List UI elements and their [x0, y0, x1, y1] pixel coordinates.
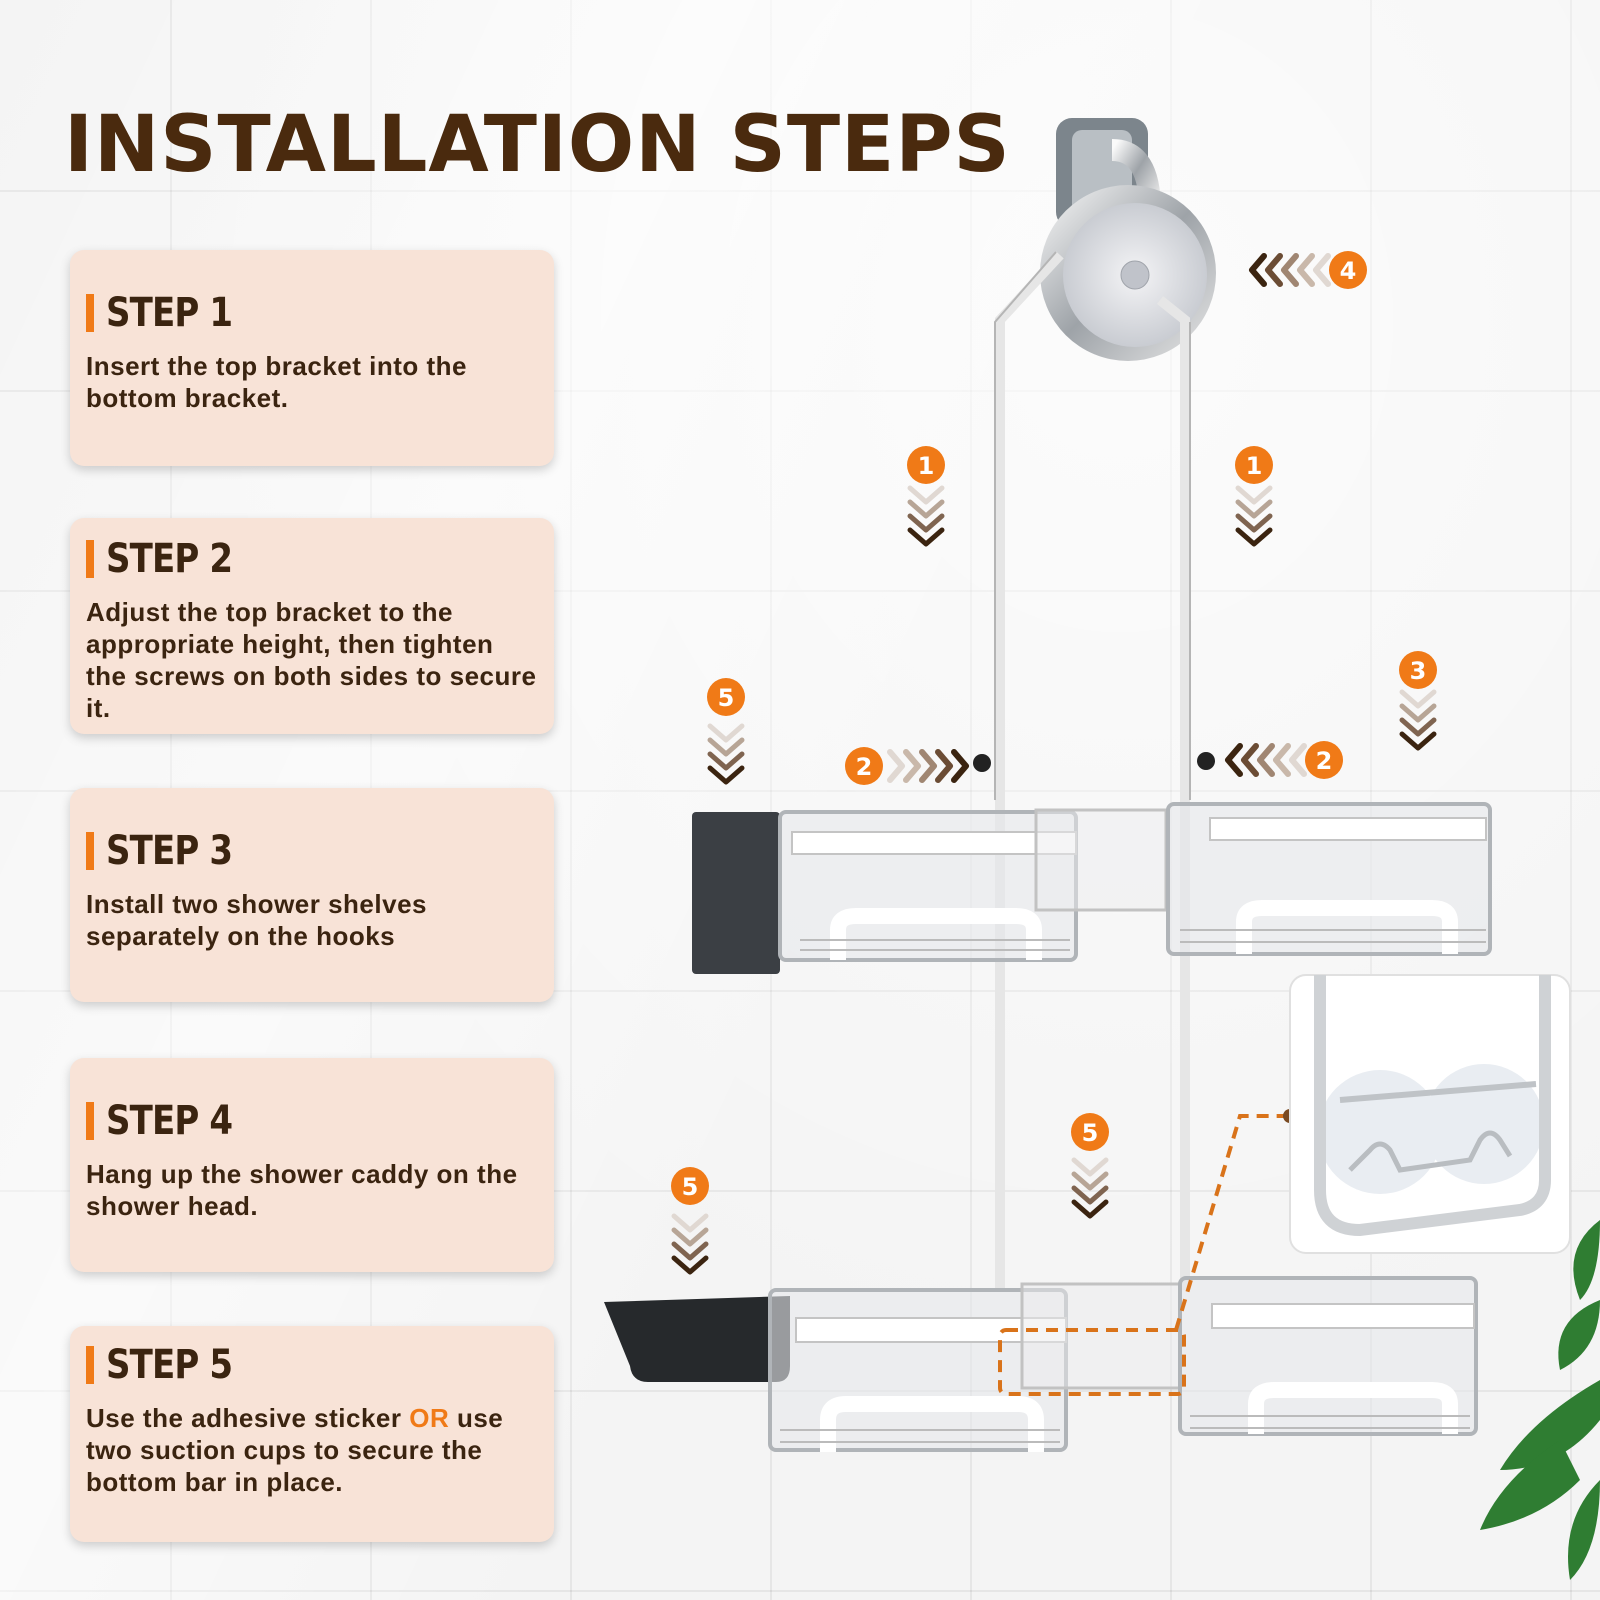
arrow-left-icon	[1249, 253, 1331, 287]
arrow-down-icon	[910, 488, 942, 544]
arrow-down-icon	[1074, 1160, 1106, 1216]
bottom-bar	[1020, 1282, 1182, 1390]
step-card-1: STEP 1 Insert the top bracket into the b…	[70, 250, 554, 466]
step-description: Adjust the top bracket to the appropriat…	[86, 597, 537, 723]
step-heading-label: STEP 5	[106, 1342, 233, 1388]
arrow-right-icon	[887, 749, 969, 783]
step-heading: STEP 4	[86, 1098, 538, 1144]
step-badge-2: 2	[845, 747, 883, 785]
step-description: Install two shower shelves separately on…	[86, 889, 427, 951]
lower-left-basket	[604, 1288, 1068, 1452]
or-highlight: OR	[409, 1403, 450, 1433]
svg-text:2: 2	[1316, 747, 1333, 775]
middle-bar	[1034, 808, 1168, 912]
step-badge-5: 5	[1071, 1113, 1109, 1151]
step-badge-5: 5	[671, 1167, 709, 1205]
step-description: Hang up the shower caddy on the shower h…	[86, 1159, 518, 1221]
step-heading-label: STEP 2	[106, 536, 233, 582]
svg-text:1: 1	[1246, 452, 1263, 480]
screw-icon	[1197, 752, 1215, 770]
screw-icon	[973, 754, 991, 772]
arrow-down-icon	[710, 726, 742, 782]
step-card-4: STEP 4 Hang up the shower caddy on the s…	[70, 1058, 554, 1272]
upper-right-basket	[1166, 802, 1492, 956]
step-description: Insert the top bracket into the bottom b…	[86, 351, 467, 413]
step-badge-1: 1	[1235, 446, 1273, 484]
accent-bar	[86, 540, 94, 578]
step-heading-label: STEP 3	[106, 828, 233, 874]
page-title: INSTALLATION STEPS	[64, 100, 1011, 190]
arrow-down-icon	[1402, 692, 1434, 748]
accent-bar	[86, 1346, 94, 1384]
arrow-down-icon	[674, 1216, 706, 1272]
step-text-part: use two suction cups to secure the botto…	[86, 1403, 504, 1497]
svg-text:2: 2	[856, 753, 873, 781]
step-badge-3: 3	[1399, 651, 1437, 689]
lower-right-basket	[1178, 1276, 1478, 1436]
step-badge-1: 1	[907, 446, 945, 484]
arrow-down-icon	[1238, 488, 1270, 544]
accent-bar	[86, 1102, 94, 1140]
step-card-5: STEP 5 Use the adhesive sticker OR use t…	[70, 1326, 554, 1542]
arrow-left-icon	[1225, 743, 1307, 777]
step-heading: STEP 3	[86, 828, 538, 874]
step-badge-2: 2	[1305, 741, 1343, 779]
step-heading: STEP 5	[86, 1342, 538, 1388]
step-heading: STEP 2	[86, 536, 538, 582]
svg-text:5: 5	[1082, 1119, 1099, 1147]
accent-bar	[86, 832, 94, 870]
step-description: Use the adhesive sticker OR use two suct…	[86, 1402, 538, 1498]
step-heading-label: STEP 1	[106, 290, 233, 336]
upper-left-basket	[692, 810, 1078, 974]
step-badge-4: 4	[1329, 251, 1367, 289]
step-card-3: STEP 3 Install two shower shelves separa…	[70, 788, 554, 1002]
step-heading: STEP 1	[86, 290, 538, 336]
plant-decoration	[1480, 1220, 1600, 1580]
step-heading-label: STEP 4	[106, 1098, 233, 1144]
svg-text:4: 4	[1340, 257, 1357, 285]
svg-text:5: 5	[682, 1173, 699, 1201]
step-badge-5: 5	[707, 678, 745, 716]
svg-text:1: 1	[918, 452, 935, 480]
step-text-part: Use the adhesive sticker	[86, 1403, 410, 1433]
accent-bar	[86, 294, 94, 332]
step-card-2: STEP 2 Adjust the top bracket to the app…	[70, 518, 554, 734]
suction-callout	[998, 974, 1571, 1396]
svg-text:3: 3	[1410, 657, 1427, 685]
svg-text:5: 5	[718, 684, 735, 712]
